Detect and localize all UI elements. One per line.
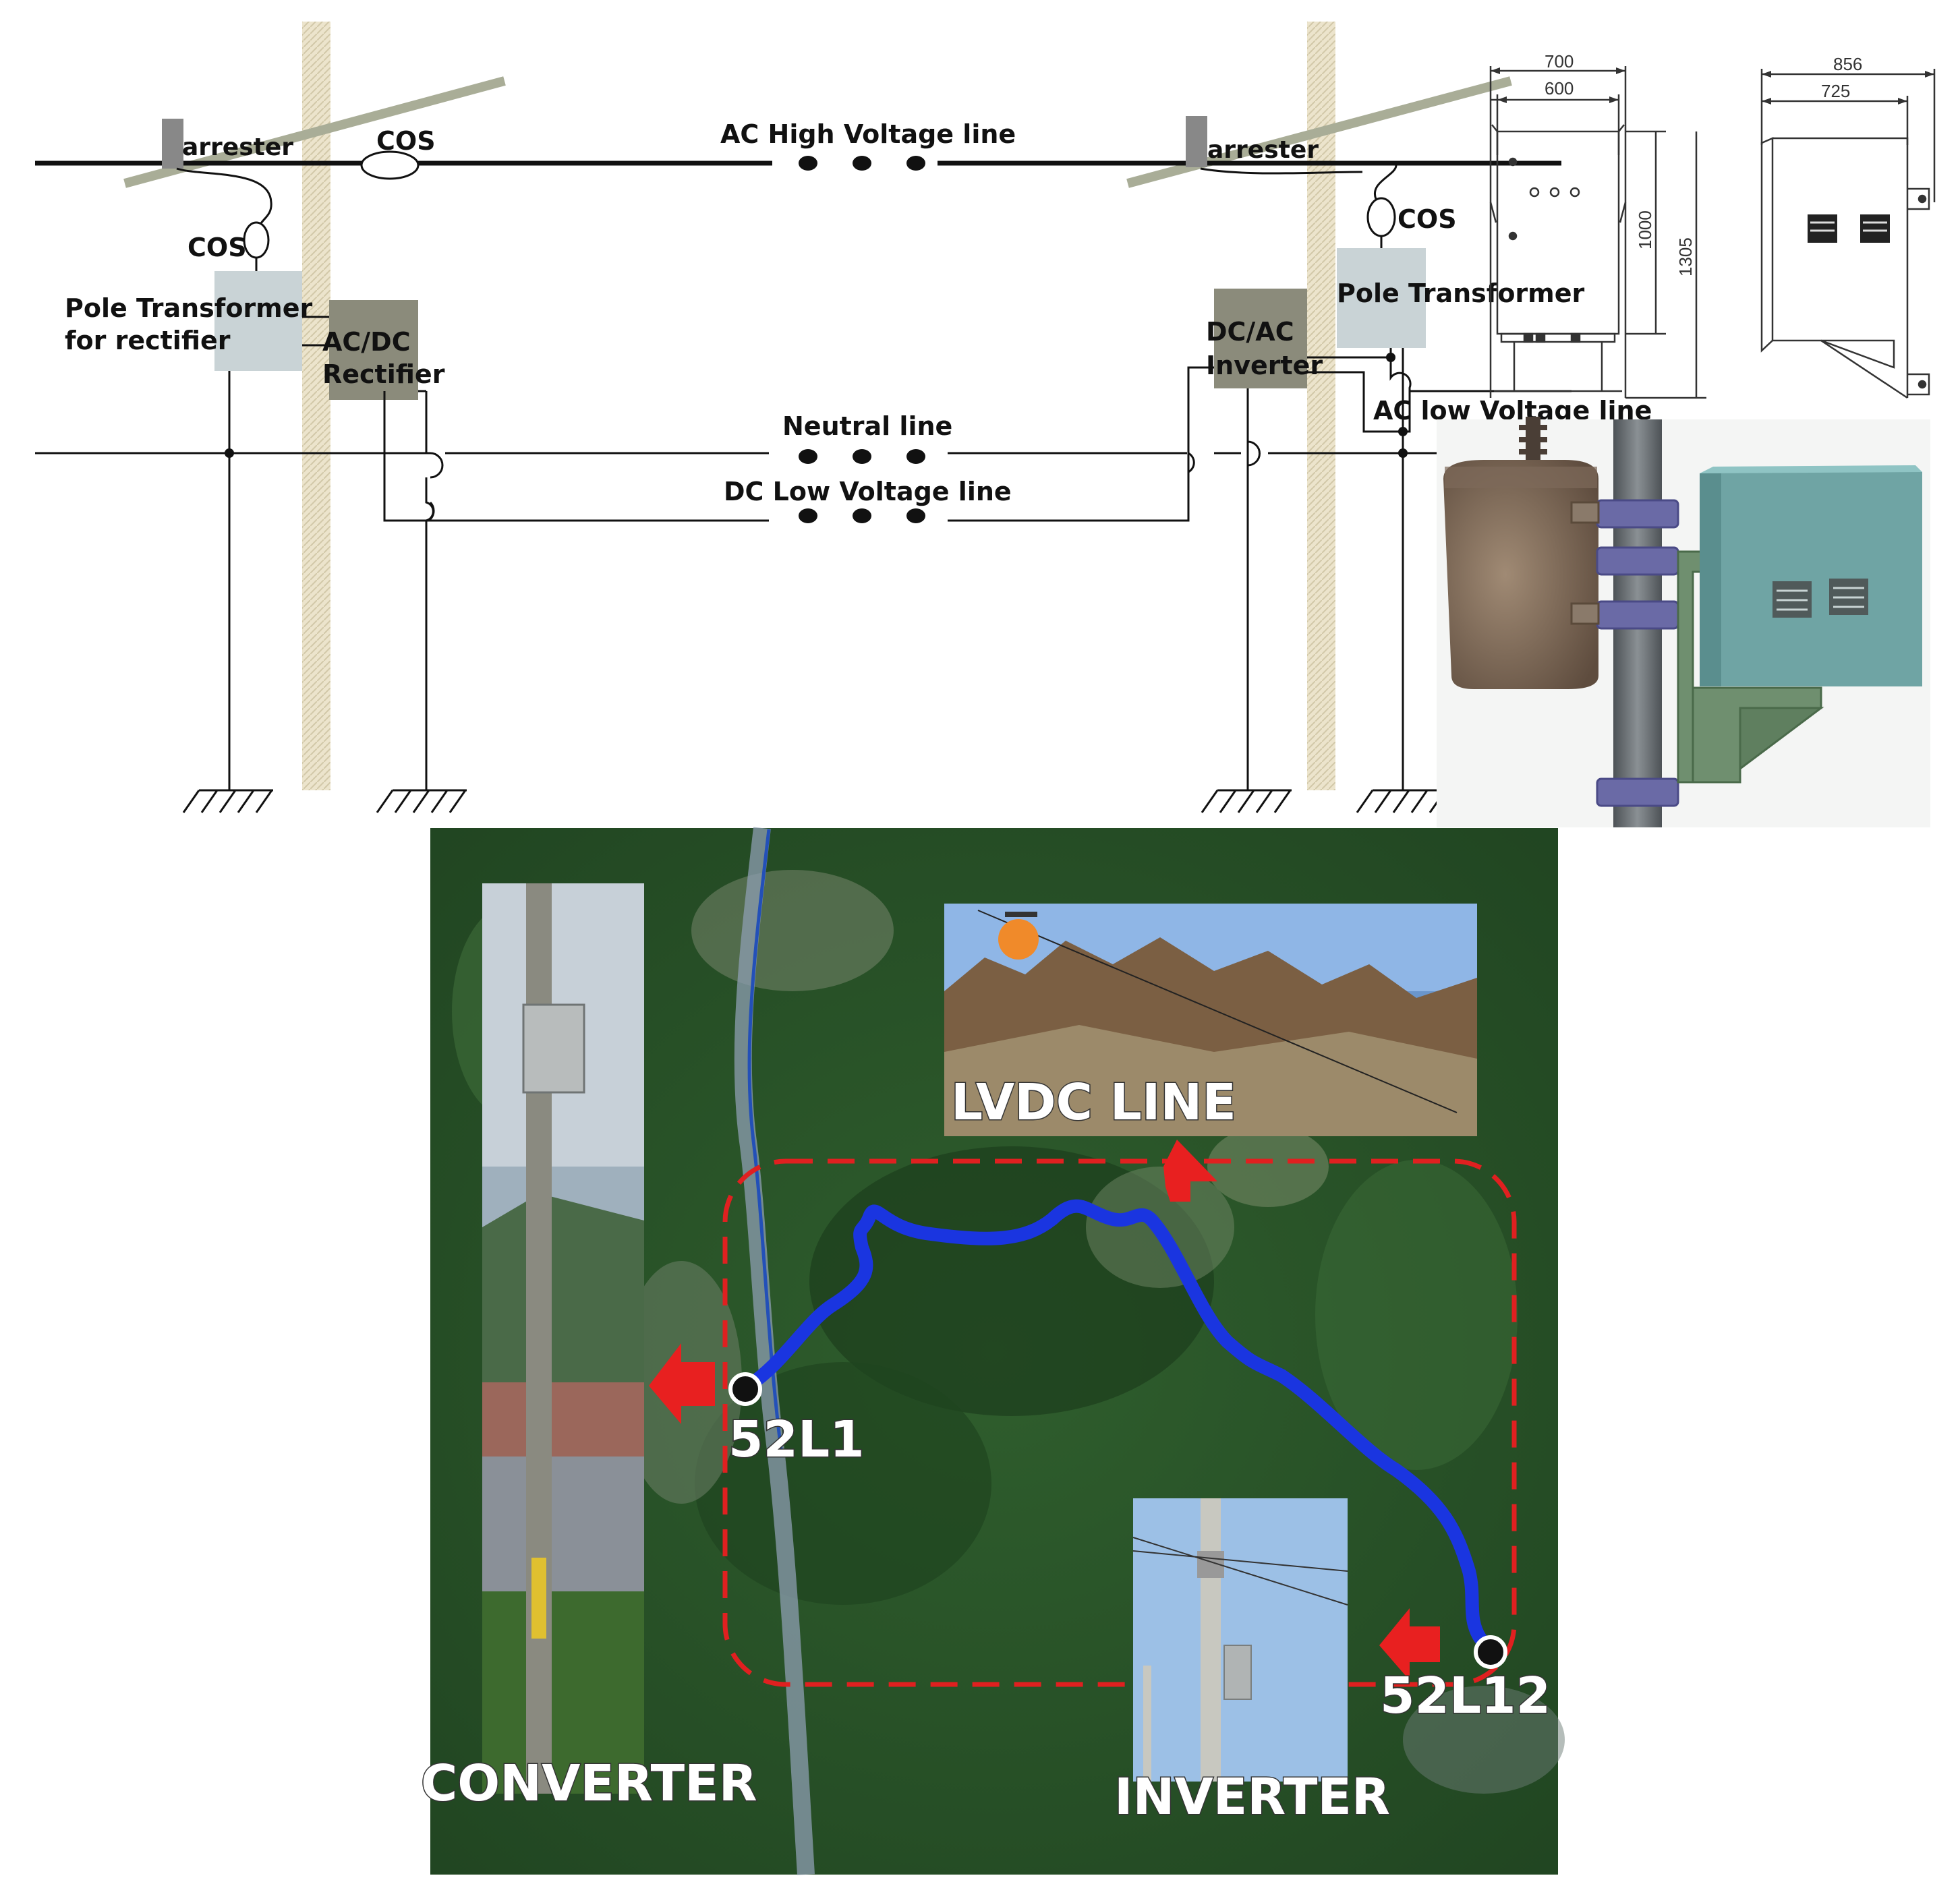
side-view [1760,69,1936,399]
rectifier-label-1: AC/DC [322,327,411,357]
schematic: arrester COS COS Pole Transformer for re… [35,22,1652,813]
node-52l12-marker [1474,1635,1507,1669]
right-cos-label: COS [1397,204,1457,234]
lvdc-line-photo [944,904,1477,1136]
bushing [1519,417,1547,464]
right-arrester-body [1186,116,1207,167]
neutral-line-label: Neutral line [782,411,952,441]
inverter-label-2: Inverter [1206,351,1323,380]
dim-side-width-outer: 856 [1833,54,1862,74]
drawing-dimensions: 700 600 1000 1305 856 725 [1545,51,1862,276]
neutral-line [35,452,1558,479]
inverter-box [1214,289,1307,388]
pole-transformer-rectifier-label-2: for rectifier [65,326,231,355]
pole-transformer-box [1337,248,1426,348]
arrow-to-converter [649,1343,715,1424]
dim-side-width-inner: 725 [1821,81,1850,101]
converter-photo [482,883,644,1794]
river [734,827,815,1875]
ground-symbols [182,789,1447,813]
blue-road [747,829,783,1450]
right-wiring [1246,348,1572,790]
right-pole [1307,22,1335,790]
left-cos-top-fuse [360,150,420,180]
arrow-to-inverter [1379,1608,1440,1680]
inverter-label-1: DC/AC [1206,317,1294,347]
inverter-photo [1132,1498,1348,1782]
line-break-dots [799,156,925,523]
left-pole [302,22,330,790]
pole-transformer-rectifier-box [214,271,302,371]
service-boundary [722,1158,1517,1687]
lvdc-line-label: LVDC LINE [951,1074,1236,1131]
pole-transformer-rectifier-label-1: Pole Transformer [65,293,313,323]
right-arrester-lead [1200,167,1363,175]
dc-low-voltage-line [383,366,1214,790]
left-cos-fuse [243,221,270,259]
pole-transformer-label: Pole Transformer [1337,278,1585,308]
node-52l1-marker [728,1372,762,1406]
converter-label: CONVERTER [421,1755,757,1813]
left-arrester-body [162,119,183,169]
left-cos-top-label: COS [376,126,436,156]
enclosure-box [1700,465,1922,686]
ac-high-voltage-label: AC High Voltage line [720,119,1016,149]
dim-front-height-outer: 1305 [1675,237,1696,276]
node-52l12-label: 52L12 [1380,1667,1551,1725]
pole-clamps [1570,499,1679,807]
inverter-label: INVERTER [1114,1768,1390,1826]
dc-low-voltage-label: DC Low Voltage line [724,477,1012,506]
front-view [1489,66,1706,399]
pole-mount-render [1437,417,1930,827]
dim-front-height-inner: 1000 [1635,210,1655,249]
lvdc-route [739,1199,1487,1645]
rectifier-label-2: Rectifier [322,359,445,389]
right-cos-fuse [1366,197,1396,237]
enclosure-drawing [1489,66,1936,399]
left-arrester-label: arrester [182,134,293,161]
left-arrester-lead [176,167,272,227]
dim-front-width-inner: 600 [1545,78,1574,98]
arrow-to-lvdc-photo [1163,1140,1217,1202]
rectifier-box [329,300,418,400]
left-wiring [228,316,426,790]
left-crossarm [123,76,506,188]
pointer-arrows [649,1140,1440,1680]
left-cos-label: COS [188,233,247,262]
node-52l1-label: 52L1 [728,1411,865,1469]
dim-front-width-outer: 700 [1545,51,1574,71]
satellite-map: LVDC LINE CONVERTER INVERTER [420,827,1565,1875]
aircraft-marker-ball [998,919,1039,960]
transformer-can [1443,460,1598,689]
right-arrester-label: arrester [1207,136,1319,164]
